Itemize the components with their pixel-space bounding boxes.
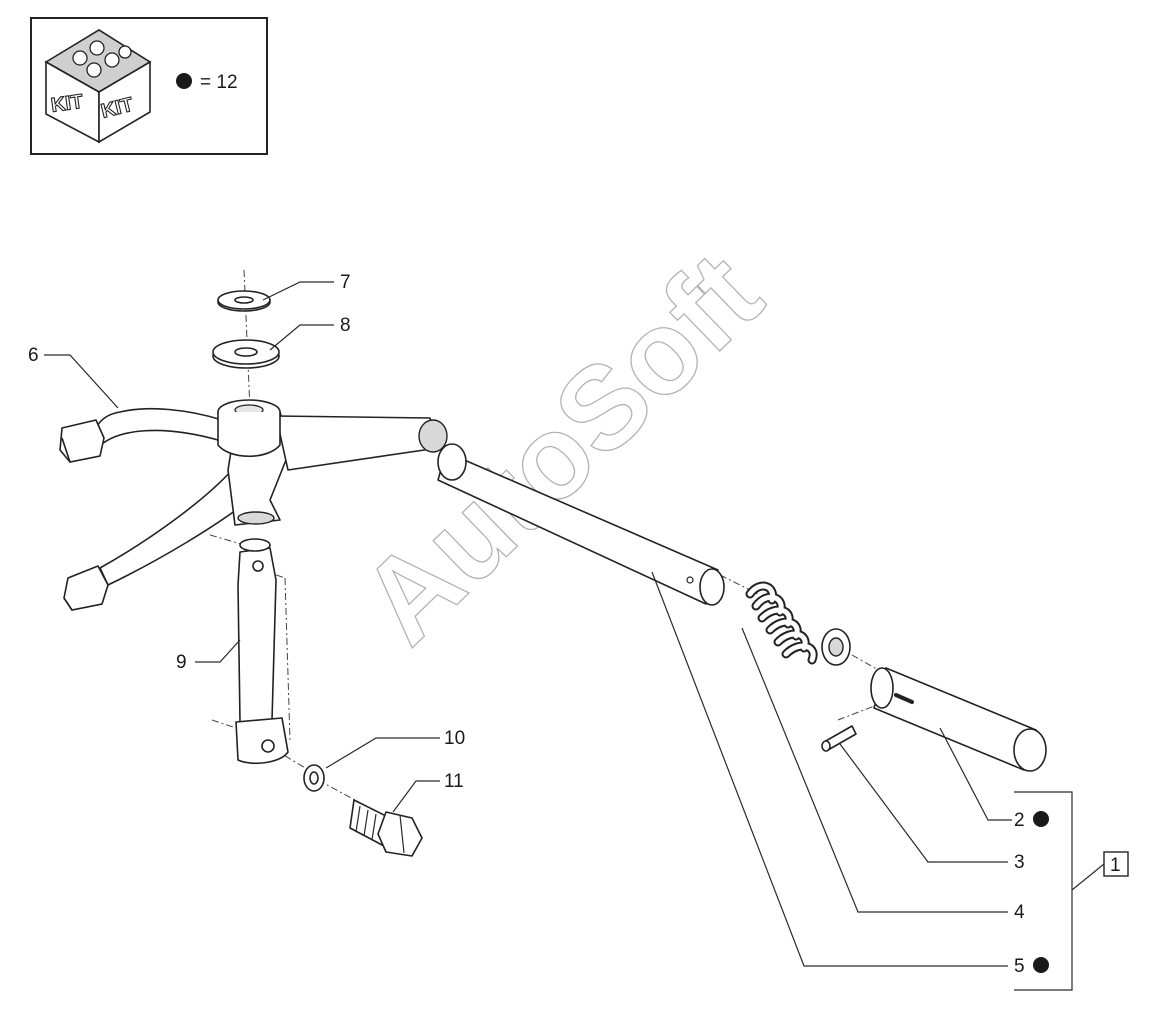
callout-1-box [1103, 851, 1129, 877]
callout-8: 8 [340, 315, 351, 336]
kit-box-icon: KIT KIT [44, 29, 152, 144]
part-5-shaft [437, 443, 725, 606]
part-11-bolt [349, 799, 423, 857]
kit-label-left: KIT [50, 91, 85, 117]
part-8-washer [212, 339, 280, 369]
callout-11: 11 [444, 771, 464, 792]
kit-quantity-text: = 12 [200, 72, 238, 93]
part-3-pin [821, 725, 857, 752]
callout-5: 5 [1014, 956, 1025, 977]
callout-1: 1 [1110, 855, 1121, 876]
part-10-lock-washer [303, 764, 325, 792]
part-4-spring [745, 581, 851, 666]
part-2-rod [870, 667, 1047, 772]
kit-dot-icon [1033, 811, 1049, 827]
leader-lines [44, 281, 1105, 991]
callout-9: 9 [176, 652, 187, 673]
callout-labels: 6 7 8 9 10 11 2 3 4 5 1 [28, 272, 1129, 977]
callout-3: 3 [1014, 852, 1025, 873]
callout-6: 6 [28, 345, 39, 366]
part-6-shift-fork [59, 399, 448, 611]
callout-2: 2 [1014, 810, 1025, 831]
kit-legend: KIT KIT = 12 [30, 17, 268, 155]
kit-dot-icon [176, 73, 192, 89]
part-7-washer [217, 290, 271, 312]
callout-4: 4 [1014, 902, 1025, 923]
callout-10: 10 [444, 728, 465, 749]
part-9-rod [235, 538, 289, 765]
kit-dot-icon [1033, 957, 1049, 973]
callout-7: 7 [340, 272, 351, 293]
